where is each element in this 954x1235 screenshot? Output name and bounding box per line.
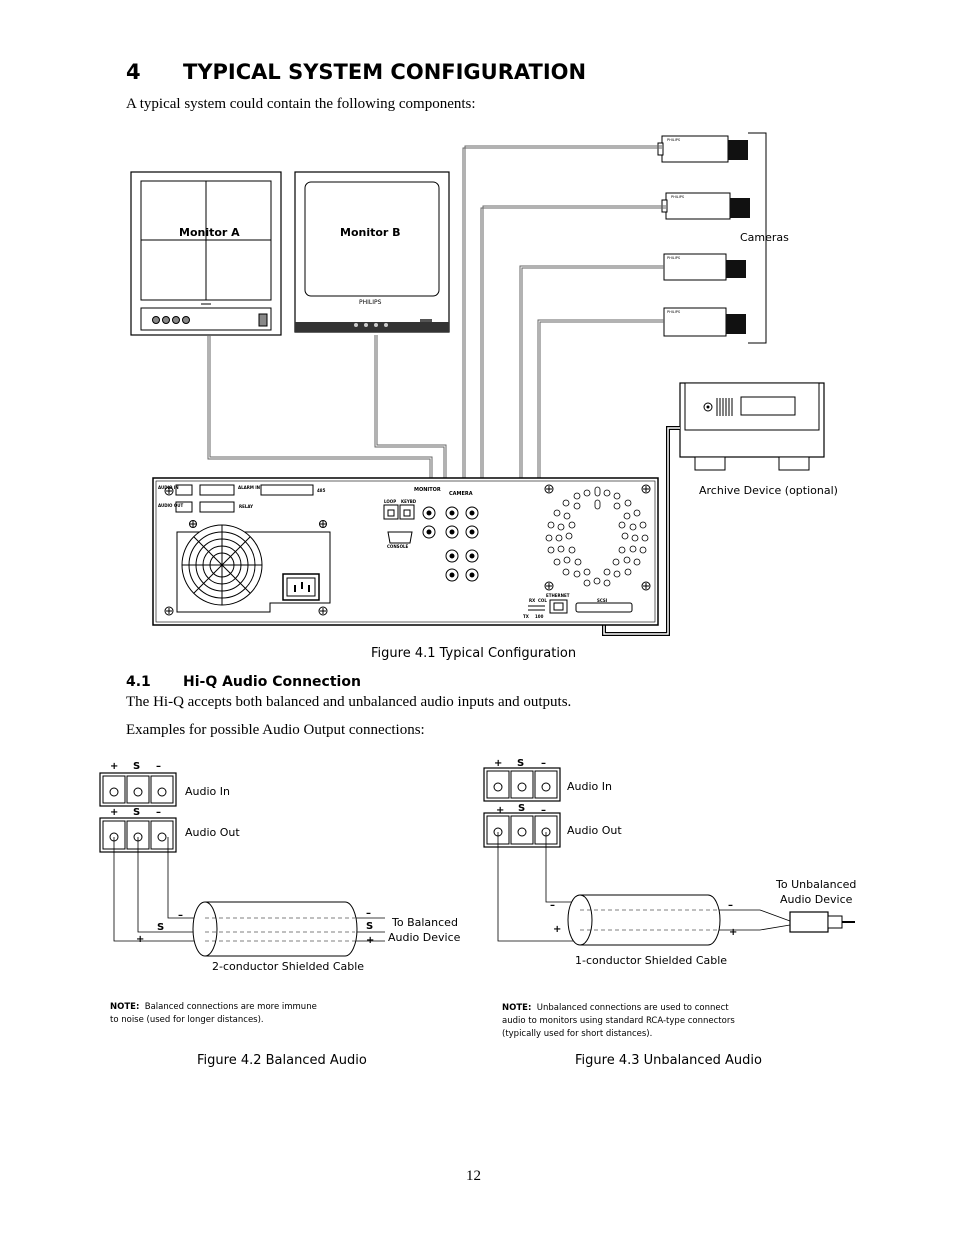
unbalanced-cable-plus-right: +	[729, 927, 737, 938]
panel-speed-label: 100	[535, 614, 544, 619]
section-title: Hi-Q Audio Connection	[183, 674, 361, 690]
unbalanced-in-minus: –	[541, 758, 546, 769]
camera-3-brand: PHILIPS	[667, 256, 681, 260]
balanced-device-line1: To Balanced	[391, 916, 458, 929]
monitor-b-label: Monitor B	[340, 226, 401, 239]
panel-col-label: COL	[538, 598, 547, 603]
unbalanced-cable-plus-left: +	[553, 924, 561, 935]
cameras-label: Cameras	[740, 231, 789, 244]
balanced-audio-in-connector	[99, 772, 177, 807]
intro-paragraph: A typical system could contain the follo…	[126, 96, 476, 112]
balanced-shielded-cable	[192, 901, 358, 957]
camera-4	[663, 307, 746, 337]
unbalanced-out-minus: –	[541, 805, 546, 816]
unbalanced-in-s: S	[517, 758, 524, 769]
unbalanced-shielded-cable	[567, 894, 721, 946]
camera-1-brand: PHILIPS	[667, 138, 681, 142]
panel-audio-out-label: AUDIO OUT	[158, 503, 183, 508]
chapter-heading: 4 TYPICAL SYSTEM CONFIGURATION	[126, 60, 586, 84]
balanced-note-text2: to noise (used for longer distances).	[110, 1015, 264, 1025]
balanced-cable-minus-right: –	[366, 908, 371, 919]
unbalanced-device-line1: To Unbalanced	[775, 878, 856, 891]
panel-console-label: CONSOLE	[387, 544, 409, 549]
panel-alarm-in-label: ALARM IN	[238, 485, 260, 490]
unbalanced-audio-out-connector	[483, 812, 561, 848]
unbalanced-device-line2: Audio Device	[780, 893, 853, 906]
balanced-out-s: S	[133, 807, 140, 818]
cameras-bracket	[748, 132, 767, 344]
monitor-a-label: Monitor A	[179, 226, 240, 239]
panel-keybd-label: KEYBD	[401, 499, 417, 504]
unbalanced-cable-minus-right: –	[728, 900, 733, 911]
unbalanced-note-label: NOTE:	[502, 1003, 532, 1013]
unbalanced-cable-label: 1-conductor Shielded Cable	[575, 954, 727, 967]
panel-relay-label: RELAY	[239, 504, 253, 509]
monitor-b	[294, 171, 450, 333]
panel-tx-label: TX	[523, 614, 529, 619]
balanced-in-plus: +	[110, 761, 118, 772]
balanced-note-label: NOTE:	[110, 1002, 140, 1012]
camera-4-brand: PHILIPS	[667, 310, 681, 314]
balanced-out-plus: +	[110, 807, 118, 818]
balanced-cable-minus-left: –	[178, 910, 183, 921]
rca-plug	[789, 911, 855, 933]
balanced-cable-s-left: S	[157, 922, 164, 933]
panel-camera-label: CAMERA	[449, 491, 473, 497]
panel-loop-label: LOOP	[384, 499, 396, 504]
hiq-paragraph: The Hi-Q accepts both balanced and unbal…	[126, 694, 572, 710]
balanced-audio-out-label: Audio Out	[185, 826, 240, 839]
balanced-device-line2: Audio Device	[388, 931, 461, 944]
figure-1-caption: Figure 4.1 Typical Configuration	[371, 646, 577, 661]
balanced-out-minus: –	[156, 807, 161, 818]
balanced-audio-in-label: Audio In	[185, 785, 230, 798]
balanced-wires	[113, 837, 385, 942]
page-number: 12	[466, 1168, 481, 1184]
unbalanced-cable-minus-left: –	[550, 900, 555, 911]
section-number: 4.1	[126, 674, 151, 690]
balanced-cable-plus-left: +	[136, 934, 144, 945]
camera-3	[663, 253, 746, 281]
balanced-cable-label: 2-conductor Shielded Cable	[212, 960, 364, 973]
balanced-note-text: Balanced connections are more immune	[144, 1002, 317, 1012]
unbalanced-audio-out-label: Audio Out	[567, 824, 622, 837]
unbalanced-in-plus: +	[494, 758, 502, 769]
fan-grill	[545, 486, 649, 587]
panel-rx-label: RX	[529, 598, 535, 603]
balanced-cable-plus-right: +	[366, 935, 374, 946]
figure-3-caption: Figure 4.3 Unbalanced Audio	[575, 1053, 762, 1068]
balanced-note: NOTE: Balanced connections are more immu…	[110, 1001, 317, 1027]
unbalanced-note-text2: audio to monitors using standard RCA-typ…	[502, 1016, 735, 1026]
unbalanced-note: NOTE: Unbalanced connections are used to…	[502, 1002, 735, 1041]
monitor-b-brand: PHILIPS	[359, 299, 382, 306]
panel-ethernet-label: ETHERNET	[546, 593, 570, 598]
unbalanced-audio-in-connector	[483, 767, 561, 802]
camera-2	[661, 192, 750, 220]
chapter-number: 4	[126, 60, 141, 84]
panel-monitor-label: MONITOR	[414, 487, 441, 493]
examples-paragraph: Examples for possible Audio Output conne…	[126, 722, 425, 738]
balanced-in-minus: –	[156, 761, 161, 772]
balanced-in-s: S	[133, 761, 140, 772]
unbalanced-note-text3: (typically used for short distances).	[502, 1029, 653, 1039]
camera-1	[657, 135, 748, 163]
unbalanced-note-text: Unbalanced connections are used to conne…	[536, 1003, 729, 1013]
balanced-cable-s-right: S	[366, 921, 373, 932]
archive-label: Archive Device (optional)	[699, 484, 838, 497]
unbalanced-wires	[497, 832, 791, 942]
unbalanced-out-plus: +	[496, 805, 504, 816]
unbalanced-audio-in-label: Audio In	[567, 780, 612, 793]
unbalanced-out-s: S	[518, 803, 525, 814]
panel-scsi-label: SCSI	[597, 598, 608, 603]
panel-485-label: 485	[317, 488, 326, 493]
monitor-a	[130, 171, 282, 336]
archive-device	[679, 382, 825, 471]
chapter-title: TYPICAL SYSTEM CONFIGURATION	[183, 60, 587, 84]
section-heading: 4.1 Hi-Q Audio Connection	[126, 674, 361, 690]
panel-audio-in-label: AUDIO IN	[158, 485, 179, 490]
camera-2-brand: PHILIPS	[671, 195, 685, 199]
figure-2-caption: Figure 4.2 Balanced Audio	[197, 1053, 367, 1068]
